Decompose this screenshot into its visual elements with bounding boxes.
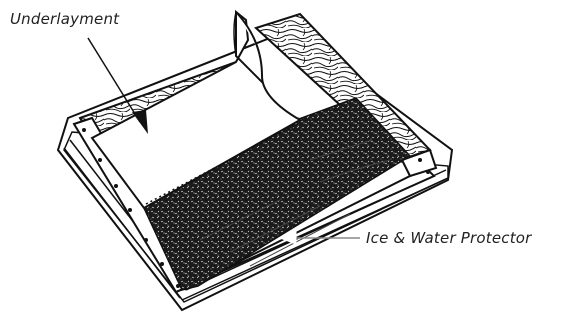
ice-water-protector-label: Ice & Water Protector <box>366 229 532 247</box>
underlayment-label: Underlayment <box>10 10 119 28</box>
